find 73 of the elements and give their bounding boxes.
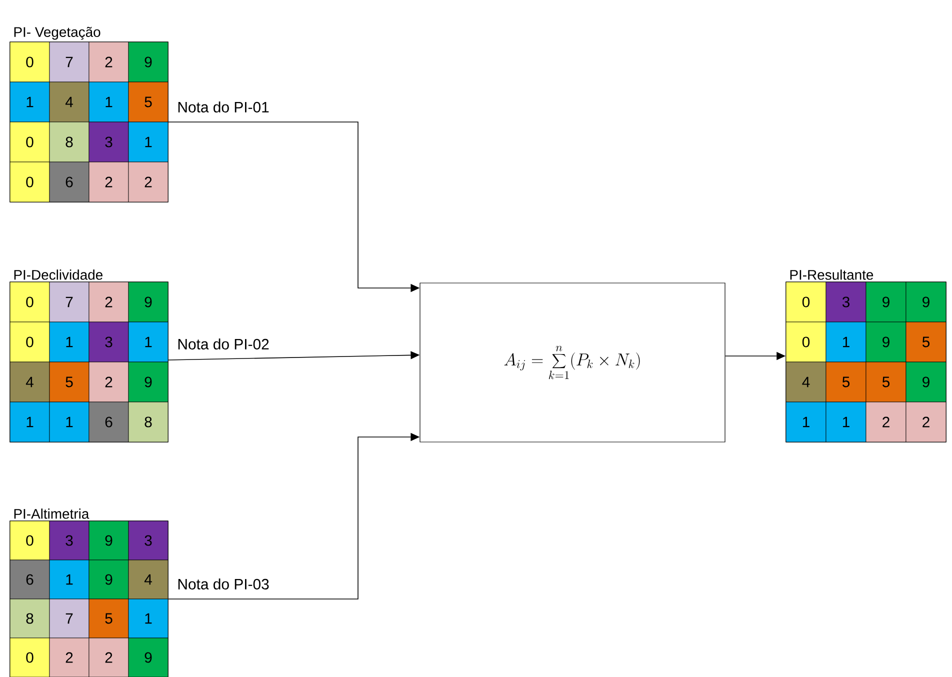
grid-cell: 4	[786, 362, 826, 402]
grid-cell: 8	[49, 122, 90, 162]
grid-cell: 2	[88, 362, 129, 402]
grid-cell: 1	[10, 82, 50, 122]
grid-cell: 9	[866, 322, 906, 362]
grid-cell: 9	[906, 282, 946, 322]
edge-label: Nota do PI-03	[176, 578, 270, 590]
grid-cell: 0	[10, 322, 50, 362]
grid-cell: 2	[88, 638, 129, 677]
grid-cell: 2	[49, 638, 90, 677]
formula-box: $A_{ij} = \sum_{k=1}^{n} (P_k \times N_k)$	[420, 282, 726, 442]
edge-label: Nota do PI-02	[176, 338, 270, 350]
grid-cell: 9	[128, 42, 168, 82]
grid-cell: 3	[49, 520, 90, 560]
grid-title: PI-Resultante	[790, 270, 874, 280]
grid-cell: 0	[10, 282, 50, 322]
grid-cell: 1	[128, 322, 168, 362]
grid-cell: 5	[49, 362, 90, 402]
grid-cell: 9	[128, 362, 168, 402]
grid-cell: 3	[826, 282, 866, 322]
grid-cell: 4	[10, 362, 50, 402]
grid-cell: 5	[906, 322, 946, 362]
grid-cell: 5	[88, 598, 129, 638]
grid-cell: 6	[49, 162, 90, 202]
grid-cell: 1	[10, 402, 50, 442]
grid-cell: 2	[128, 162, 168, 202]
grid-cell: 0	[786, 282, 826, 322]
grid-cell: 7	[49, 42, 90, 82]
grid-cell: 1	[49, 402, 90, 442]
grid-cell: 7	[49, 282, 90, 322]
grid-cell: 9	[906, 362, 946, 402]
grid-cell: 5	[866, 362, 906, 402]
grid-cell: 9	[88, 560, 129, 600]
grid-cell: 0	[10, 638, 50, 677]
grid-cell: 0	[786, 322, 826, 362]
grid-cell: 2	[88, 42, 129, 82]
grid-title: PI-Altimetria	[14, 508, 90, 519]
grid-cell: 1	[786, 402, 826, 442]
grid-cell: 2	[906, 402, 946, 442]
grid-cell: 2	[88, 162, 129, 202]
grid-cell: 1	[128, 598, 168, 638]
grid-cell: 4	[128, 560, 168, 600]
grid-cell: 4	[49, 82, 90, 122]
grid-cell: 8	[10, 598, 50, 638]
grid-cell: 0	[10, 42, 50, 82]
grid-cell: 1	[826, 322, 866, 362]
grid-title: PI- Vegetação	[14, 26, 100, 40]
grid-cell: 5	[128, 82, 168, 122]
grid-cell: 9	[128, 282, 168, 322]
grid-cell: 1	[128, 122, 168, 162]
grid-cell: 2	[88, 282, 129, 322]
grid-cell: 1	[826, 402, 866, 442]
grid-cell: 9	[128, 638, 168, 677]
grid-cell: 1	[49, 560, 90, 600]
grid-cell: 1	[49, 322, 90, 362]
grid-cell: 2	[866, 402, 906, 442]
grid-cell: 0	[10, 122, 50, 162]
grid-cell: 9	[866, 282, 906, 322]
grid-cell: 3	[88, 322, 129, 362]
grid-cell: 5	[826, 362, 866, 402]
grid-cell: 7	[49, 598, 90, 638]
edge-label: Nota do PI-01	[176, 100, 270, 114]
grid-cell: 3	[128, 520, 168, 560]
grid-cell: 0	[10, 162, 50, 202]
node-label: 2	[66, 652, 73, 663]
grid-cell: 0	[10, 520, 50, 560]
grid-cell: 6	[88, 402, 129, 442]
grid-cell: 9	[88, 520, 129, 560]
grid-cell: 8	[128, 402, 168, 442]
grid-title: PI-Declividade	[14, 270, 102, 280]
grid-cell: 6	[10, 560, 50, 600]
grid-cell: 1	[88, 82, 129, 122]
grid-cell: 3	[88, 122, 129, 162]
